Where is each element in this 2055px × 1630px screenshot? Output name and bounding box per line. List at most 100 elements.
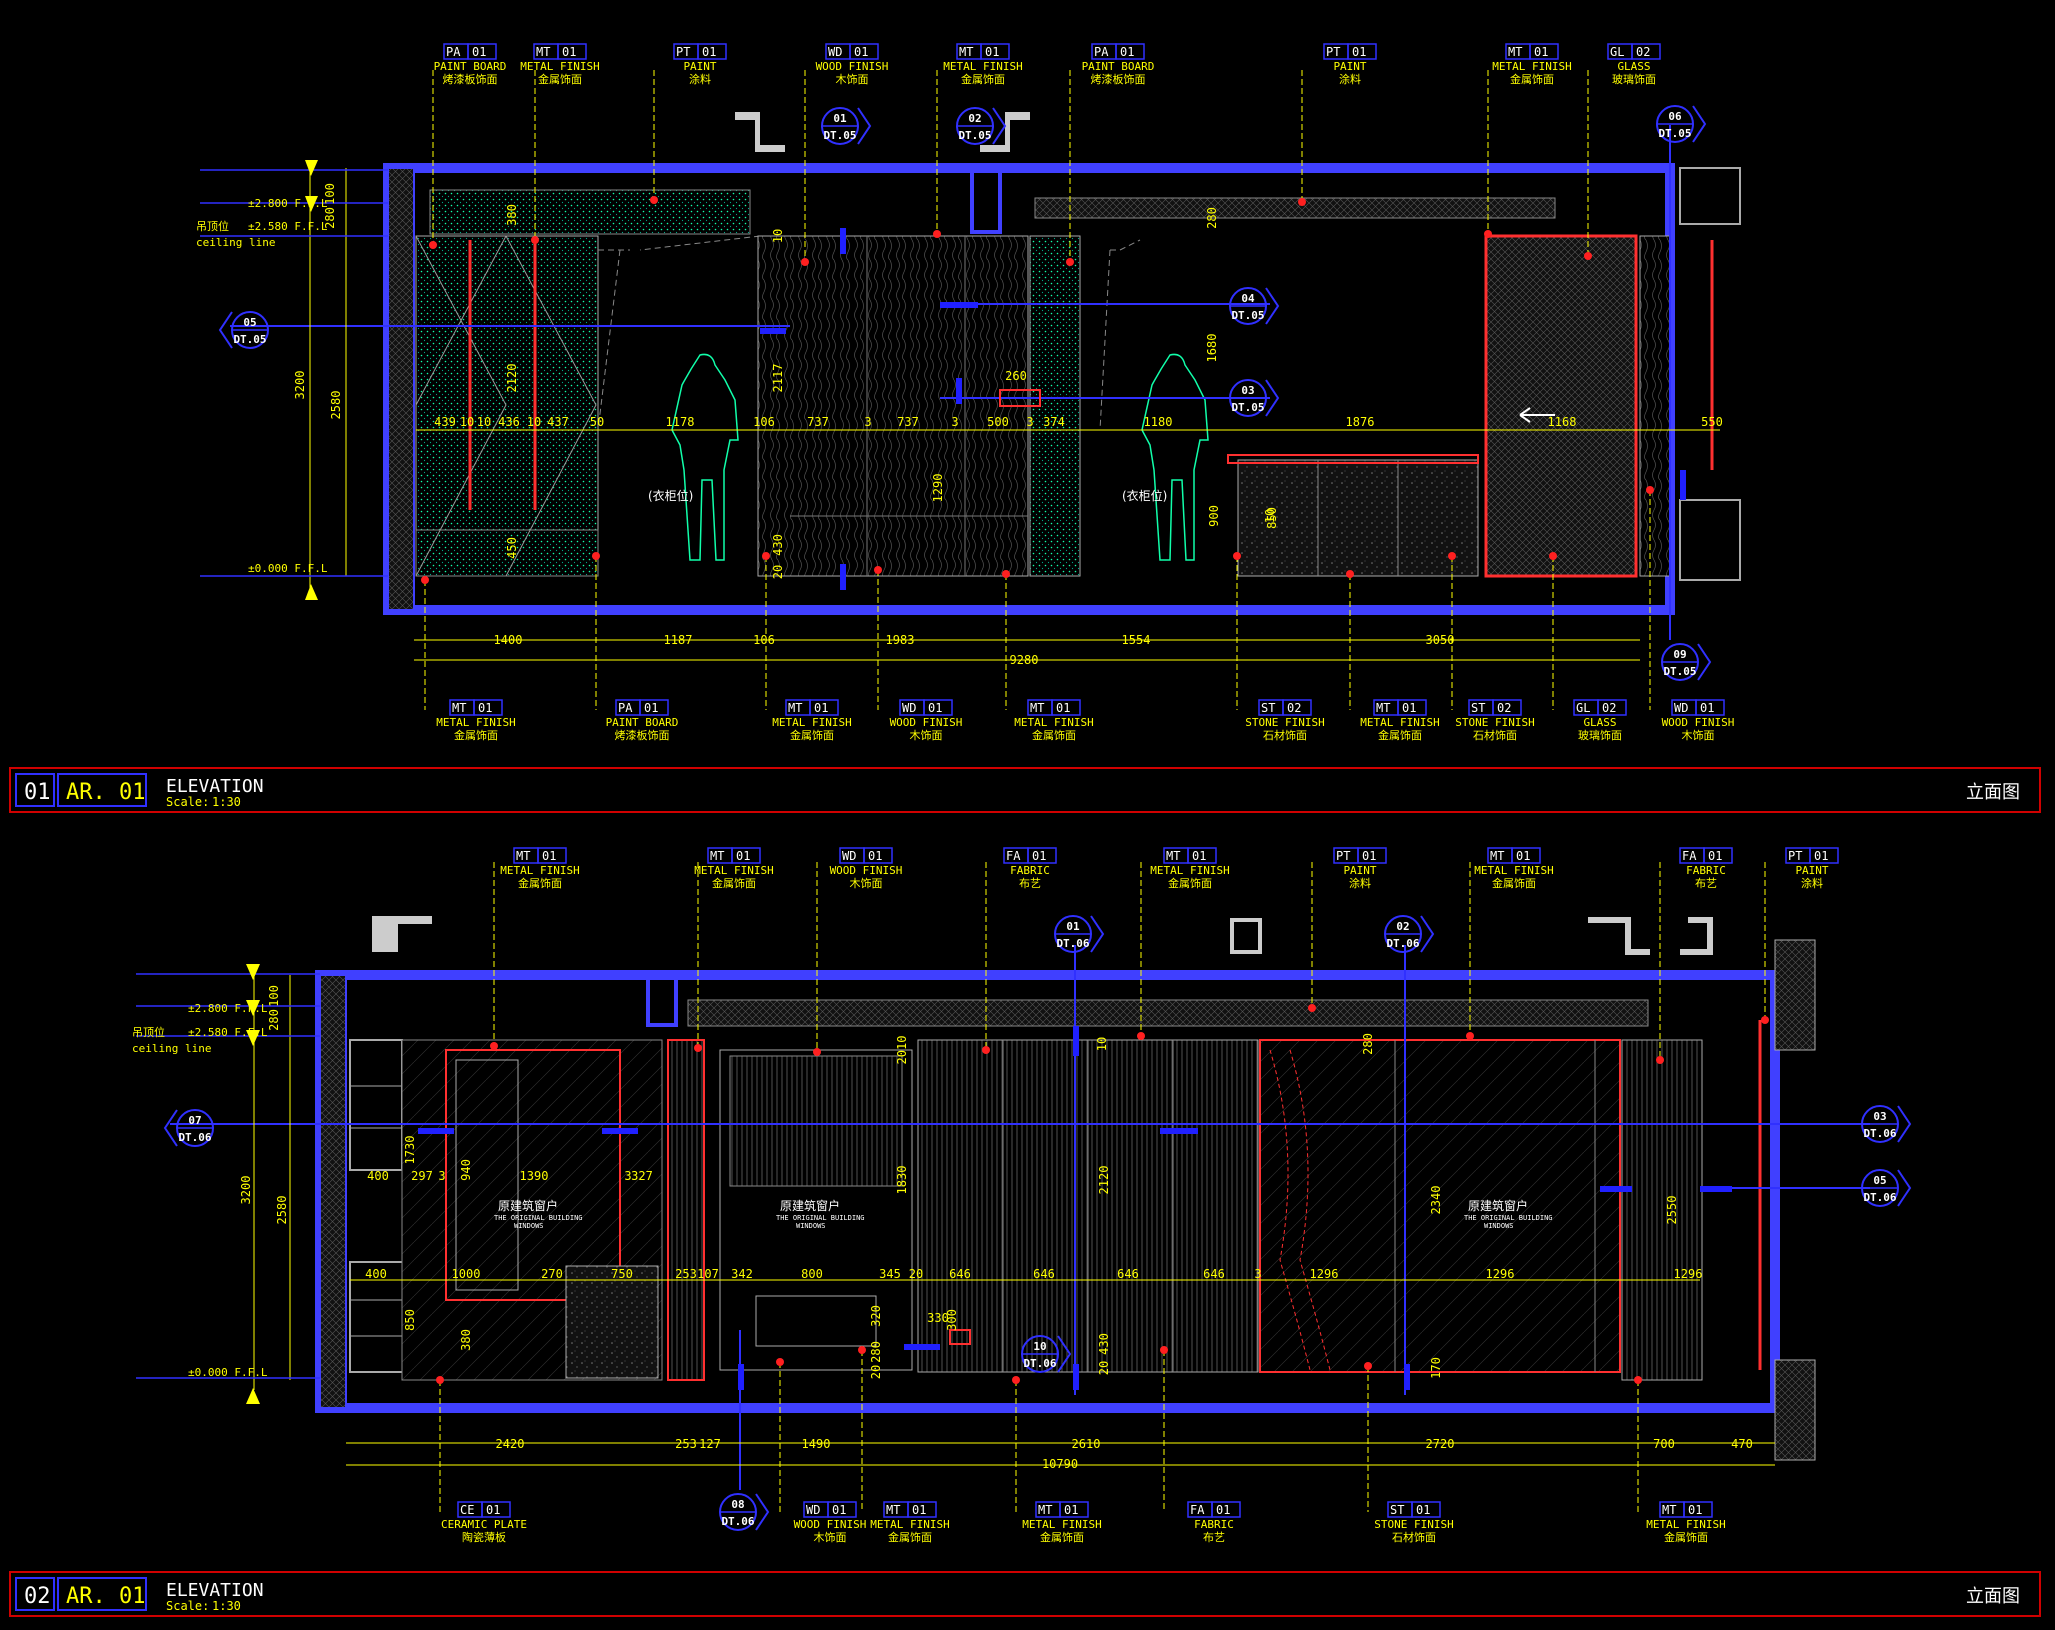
top-titleblock-ar: AR. 01 bbox=[66, 780, 145, 805]
top-person-silhouette-2 bbox=[1141, 353, 1209, 561]
callout-code: GL bbox=[1576, 701, 1590, 715]
callout-code: MT bbox=[959, 45, 973, 59]
callout-num: 01 bbox=[928, 701, 942, 715]
dimension-label: 1187 bbox=[664, 633, 693, 647]
dimension-label: 750 bbox=[611, 1267, 633, 1281]
bottom-titleblock-ar: AR. 01 bbox=[66, 1584, 145, 1609]
dimension-label: 430 bbox=[1097, 1333, 1111, 1355]
dimension-label: 1168 bbox=[1548, 415, 1577, 429]
dimension-label: 436 bbox=[498, 415, 520, 429]
callout-cn: 烤漆板饰面 bbox=[443, 72, 498, 86]
dimension-label: 106 bbox=[753, 633, 775, 647]
section-num: 01 bbox=[833, 112, 847, 125]
section-num: 09 bbox=[1673, 648, 1686, 661]
dimension-label: 1296 bbox=[1674, 1267, 1703, 1281]
callout-code: MT bbox=[452, 701, 466, 715]
callout-en: WOOD FINISH bbox=[816, 60, 889, 73]
callout-num: 01 bbox=[472, 45, 486, 59]
dimension-label: 2720 bbox=[1426, 1437, 1455, 1451]
callout-en: WOOD FINISH bbox=[830, 864, 903, 877]
callout-code: ST bbox=[1471, 701, 1485, 715]
callout-en: FABRIC bbox=[1194, 1518, 1234, 1531]
dimension-label: 700 bbox=[1653, 1437, 1675, 1451]
bottom-notes: 原建筑窗户 THE ORIGINAL BUILDING WINDOWS 原建筑窗… bbox=[494, 1198, 1553, 1230]
callout-en: METAL FINISH bbox=[520, 60, 599, 73]
bottom-level-1: ±2.800 F.F.L bbox=[188, 1002, 268, 1015]
callout-num: 01 bbox=[562, 45, 576, 59]
dimension-label: 127 bbox=[699, 1437, 721, 1451]
callout-num: 01 bbox=[1032, 849, 1046, 863]
dimension-label: 20 bbox=[869, 1365, 883, 1379]
dimension-label: 2420 bbox=[496, 1437, 525, 1451]
section-num: 05 bbox=[243, 316, 256, 329]
dimension-label: 1554 bbox=[1122, 633, 1151, 647]
top-section-markers: 01DT.0502DT.0506DT.0505DT.0504DT.0503DT.… bbox=[218, 105, 1712, 681]
callout-num: 01 bbox=[1402, 701, 1416, 715]
callout-en: METAL FINISH bbox=[436, 716, 515, 729]
dimension-label: 50 bbox=[590, 415, 604, 429]
bottom-level-3: ±2.580 F.F.L bbox=[188, 1026, 268, 1039]
dimension-label: 646 bbox=[1203, 1267, 1225, 1281]
dimension-label: 10790 bbox=[1042, 1457, 1078, 1471]
callout-num: 01 bbox=[1056, 701, 1070, 715]
callout-num: 01 bbox=[736, 849, 750, 863]
section-num: 02 bbox=[968, 112, 981, 125]
callout-num: 02 bbox=[1287, 701, 1301, 715]
callout-code: WD bbox=[1674, 701, 1688, 715]
dimension-label: 437 bbox=[547, 415, 569, 429]
dimension-label: 1876 bbox=[1346, 415, 1375, 429]
dimension-label: 1000 bbox=[452, 1267, 481, 1281]
dimension-label: 1680 bbox=[1205, 334, 1219, 363]
dimension-label: 374 bbox=[1043, 415, 1065, 429]
dimension-label: 900 bbox=[1207, 505, 1221, 527]
callout-num: 01 bbox=[1700, 701, 1714, 715]
dimension-label: 646 bbox=[949, 1267, 971, 1281]
dimension-label: 850 bbox=[1265, 507, 1279, 529]
top-title-block: 01 AR. 01 ELEVATION Scale: 1:30 立面图 bbox=[9, 767, 2041, 813]
callout-en: METAL FINISH bbox=[1150, 864, 1229, 877]
top-level-3: ±2.580 F.F.L bbox=[248, 220, 328, 233]
dimension-label: 1983 bbox=[886, 633, 915, 647]
dimension-label: 2117 bbox=[771, 364, 785, 393]
dimension-label: 1296 bbox=[1310, 1267, 1339, 1281]
dimension-label: 1290 bbox=[931, 474, 945, 503]
callout-en: METAL FINISH bbox=[1474, 864, 1553, 877]
top-level-4: ceiling line bbox=[196, 236, 275, 249]
callout-cn: 金属饰面 bbox=[1492, 876, 1536, 890]
callout-cn: 玻璃饰面 bbox=[1612, 72, 1656, 86]
callout-en: STONE FINISH bbox=[1374, 1518, 1453, 1531]
top-titleblock-cn: 立面图 bbox=[1966, 782, 2020, 803]
callout-cn: 金属饰面 bbox=[1168, 876, 1212, 890]
dimension-label: 297 bbox=[411, 1169, 433, 1183]
dimension-label: 2120 bbox=[505, 364, 519, 393]
dimension-label: 1830 bbox=[895, 1166, 909, 1195]
callout-en: WOOD FINISH bbox=[890, 716, 963, 729]
callout-en: GLASS bbox=[1617, 60, 1650, 73]
dimension-label: 3 bbox=[438, 1169, 445, 1183]
callout-code: PT bbox=[1326, 45, 1340, 59]
section-num: 07 bbox=[188, 1114, 201, 1127]
dimension-label: 3 bbox=[1026, 415, 1033, 429]
callout-en: METAL FINISH bbox=[772, 716, 851, 729]
bottom-level-5: ±0.000 F.F.L bbox=[188, 1366, 268, 1379]
top-notes: (衣柜位) (衣柜位) bbox=[648, 488, 1167, 503]
callout-num: 01 bbox=[644, 701, 658, 715]
callout-en: STONE FINISH bbox=[1245, 716, 1324, 729]
dimension-label: 345 bbox=[879, 1267, 901, 1281]
callout-cn: 金属饰面 bbox=[1040, 1530, 1084, 1544]
